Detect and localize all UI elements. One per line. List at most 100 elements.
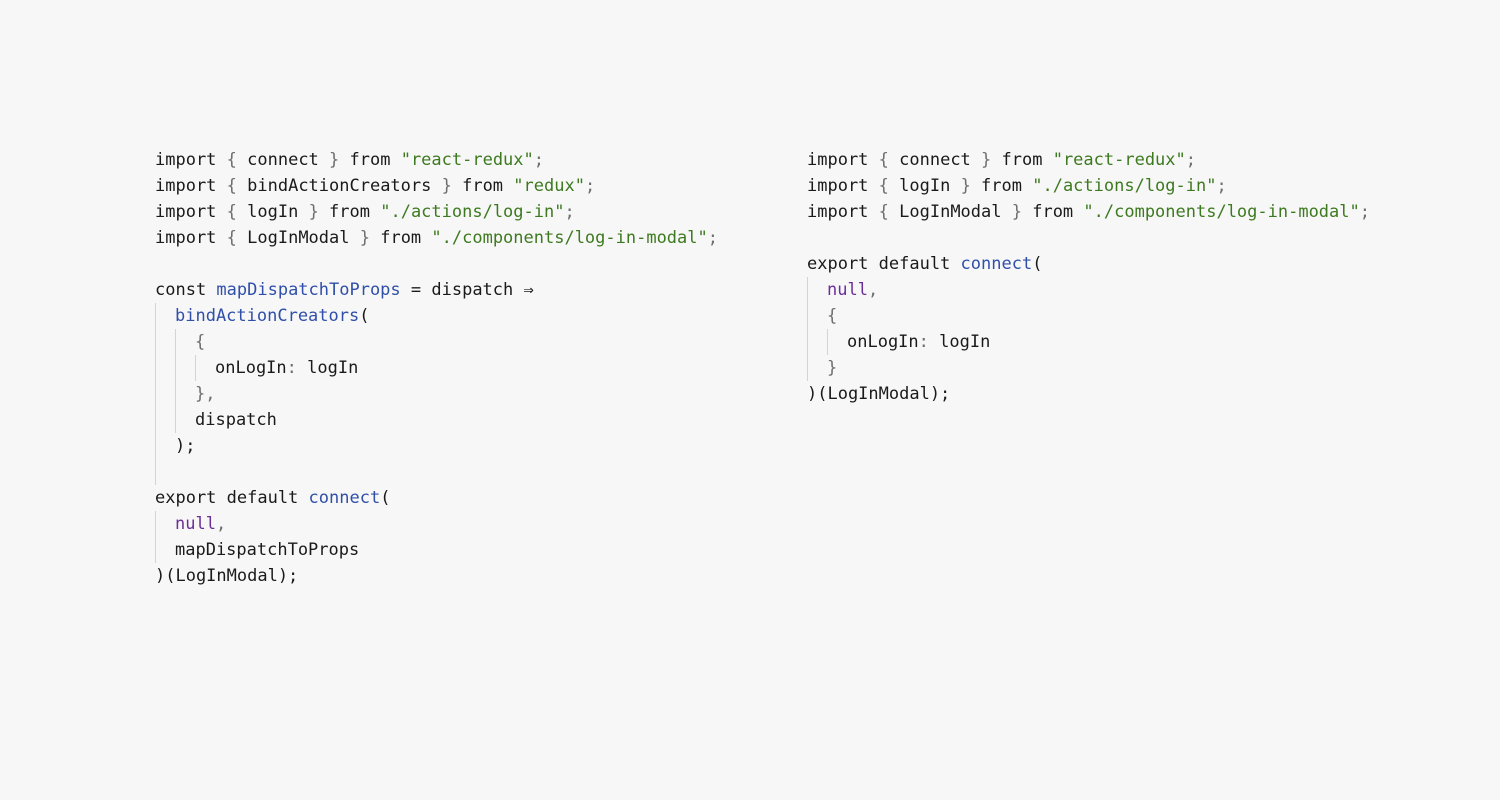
code-token: } [1011, 202, 1022, 222]
code-token: dispatch [195, 410, 277, 430]
indent-guide [195, 355, 215, 381]
code-token: } [441, 176, 452, 196]
code-token: = [400, 280, 432, 300]
code-token: { [827, 306, 838, 326]
code-token: ( [1032, 254, 1043, 274]
code-token: } [827, 358, 838, 378]
code-token: "./actions/log-in" [1032, 176, 1217, 196]
code-token: logIn [928, 332, 991, 352]
code-token: { [226, 150, 237, 170]
code-line [155, 459, 718, 485]
indent-guide [155, 329, 175, 355]
code-line: mapDispatchToProps [155, 537, 718, 563]
code-token: from [970, 176, 1033, 196]
indent-guide [807, 355, 827, 381]
code-token: import [807, 176, 879, 196]
code-token: { [226, 202, 237, 222]
code-token: "react-redux" [400, 150, 534, 170]
code-token: "./components/log-in-modal" [1083, 202, 1360, 222]
code-token: { [195, 332, 206, 352]
indent-guide [155, 433, 175, 459]
code-line: import { LogInModal } from "./components… [807, 199, 1370, 225]
code-token: export default [807, 254, 961, 274]
code-line: bindActionCreators( [155, 303, 718, 329]
code-token: ( [380, 488, 391, 508]
code-token: : [918, 332, 929, 352]
indent-guide [155, 355, 175, 381]
code-line [155, 251, 718, 277]
code-token: from [1021, 202, 1084, 222]
code-token: } [308, 202, 319, 222]
code-token: "./components/log-in-modal" [431, 228, 708, 248]
indent-guide [155, 303, 175, 329]
code-token: "react-redux" [1052, 150, 1186, 170]
code-token: ; [584, 176, 596, 196]
code-token: const [155, 280, 217, 300]
indent-guide [175, 381, 195, 407]
code-token: bindActionCreators [236, 176, 442, 196]
indent-guide [807, 277, 827, 303]
code-token: import [807, 150, 879, 170]
code-token: bindActionCreators [175, 306, 360, 326]
code-token: { [878, 150, 889, 170]
code-token: , [215, 514, 227, 534]
indent-guide [155, 459, 175, 485]
code-token: from [339, 150, 401, 170]
code-token: from [318, 202, 381, 222]
code-token: export default [155, 488, 309, 508]
code-token: } [960, 176, 971, 196]
code-token: onLogIn [215, 358, 287, 378]
code-token: import [155, 176, 227, 196]
code-token: connect [960, 254, 1033, 274]
code-token: from [991, 150, 1053, 170]
code-token: ); [175, 436, 196, 456]
code-line: import { LogInModal } from "./components… [155, 225, 718, 251]
code-token: } [329, 150, 340, 170]
code-token: } [359, 228, 370, 248]
code-token: ( [359, 306, 370, 326]
code-line: )(LogInModal); [155, 563, 718, 589]
code-line: { [155, 329, 718, 355]
code-token: , [867, 280, 879, 300]
code-token: import [155, 202, 227, 222]
code-token: import [155, 150, 227, 170]
code-token: dispatch [431, 280, 524, 300]
indent-guide [155, 407, 175, 433]
indent-guide [155, 381, 175, 407]
code-token: "redux" [513, 176, 585, 196]
code-token: )(LogInModal); [155, 566, 299, 586]
code-line: import { logIn } from "./actions/log-in"… [807, 173, 1370, 199]
code-token: LogInModal [236, 228, 360, 248]
code-line: { [807, 303, 1370, 329]
indent-guide [827, 329, 847, 355]
code-token: onLogIn [847, 332, 919, 352]
code-line: null, [155, 511, 718, 537]
code-token: import [155, 228, 227, 248]
code-line: onLogIn: logIn [155, 355, 718, 381]
code-token: LogInModal [888, 202, 1012, 222]
indent-guide [807, 329, 827, 355]
code-line: import { connect } from "react-redux"; [155, 147, 718, 173]
code-token: { [878, 202, 889, 222]
code-token: ; [1185, 150, 1197, 170]
code-line: ); [155, 433, 718, 459]
code-line: export default connect( [155, 485, 718, 511]
code-token: connect [236, 150, 330, 170]
code-line: }, [155, 381, 718, 407]
indent-guide [175, 355, 195, 381]
code-token: null [175, 514, 216, 534]
code-token: : [286, 358, 297, 378]
code-line: import { connect } from "react-redux"; [807, 147, 1370, 173]
code-token: } [981, 150, 992, 170]
indent-guide [155, 537, 175, 563]
code-token: mapDispatchToProps [175, 540, 360, 560]
code-panel-right: import { connect } from "react-redux";im… [807, 147, 1370, 407]
code-token: logIn [296, 358, 359, 378]
code-token: connect [308, 488, 381, 508]
code-line [807, 225, 1370, 251]
code-line: null, [807, 277, 1370, 303]
code-token: { [226, 228, 237, 248]
code-token: ; [1216, 176, 1227, 196]
code-token: from [451, 176, 514, 196]
